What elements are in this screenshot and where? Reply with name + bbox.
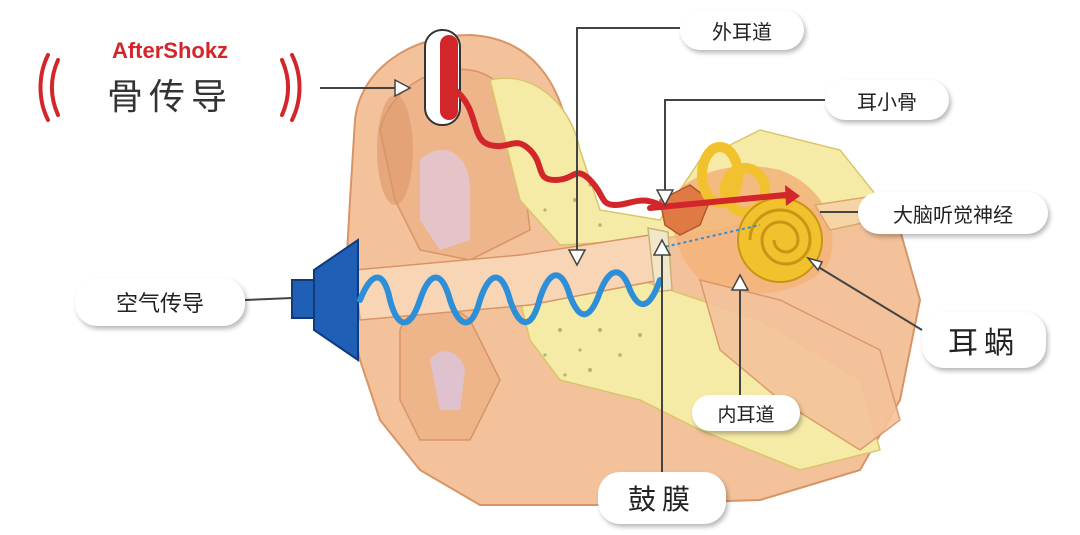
eardrum-shape <box>647 227 673 293</box>
brand-name: AfterShokz <box>111 38 229 63</box>
ossicles-shape <box>659 184 711 236</box>
air-speaker <box>291 238 359 362</box>
bone-wave <box>452 87 663 209</box>
air-wave-thin <box>659 224 761 249</box>
air-wave <box>357 269 663 326</box>
leader-arrowheads <box>394 78 824 291</box>
label-outer-canal: 外耳道 <box>680 10 804 50</box>
bone-wave-arrow <box>647 192 788 211</box>
lobe-highlight <box>430 351 465 410</box>
brand-subtitle: 骨传导 <box>106 77 233 118</box>
label-auditory-nerve: 大脑听觉神经 <box>858 192 1048 234</box>
ear-hole-shadow <box>377 95 413 205</box>
label-eardrum: 鼓膜 <box>598 472 726 524</box>
cochlea-shape <box>737 197 823 283</box>
brand-block: AfterShokz 骨传导 <box>90 38 250 120</box>
leader-lines <box>244 27 923 475</box>
concha-shape <box>420 150 470 250</box>
label-air-conduction: 空气传导 <box>75 278 245 326</box>
bone-wave-arrowhead <box>785 185 800 206</box>
brand-arcs <box>38 53 302 122</box>
label-ossicles: 耳小骨 <box>825 80 949 120</box>
label-inner-canal: 内耳道 <box>692 395 800 431</box>
inner-canal-shape <box>698 278 901 451</box>
label-cochlea: 耳蜗 <box>922 312 1046 368</box>
bone-conduction-device <box>424 29 461 126</box>
